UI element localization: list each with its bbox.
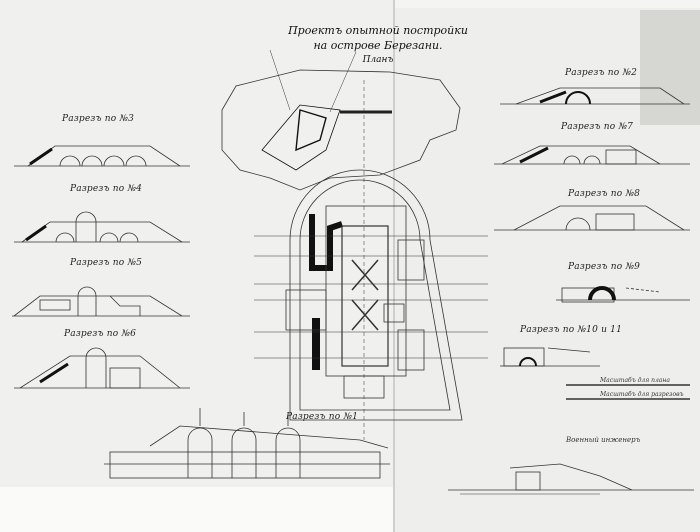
title-line-1: Проектъ опытной постройки: [288, 24, 468, 37]
section-2-drawing: [500, 87, 690, 105]
section-3-label: Разрезъ по №3: [62, 114, 135, 124]
scale-label-sections: Масштабъ для разрезовъ: [600, 391, 684, 398]
signature: Военный инженеръ: [566, 436, 641, 444]
section-9-label: Разрезъ по №9: [568, 262, 641, 272]
fort-plan-drawing: [221, 49, 488, 440]
section-6-drawing: [14, 347, 190, 389]
scale-bars: [566, 384, 690, 400]
section-1-drawing: [104, 408, 390, 479]
section-6-label: Разрезъ по №6: [64, 329, 137, 339]
section-8-label: Разрезъ по №8: [568, 189, 641, 199]
paper-panel-bottom: [0, 487, 395, 532]
paper-panel-torn-corner: [640, 10, 700, 125]
section-10-11-label: Разрезъ по №10 и 11: [520, 325, 623, 335]
section-4-drawing: [14, 211, 190, 243]
section-7-drawing: [494, 145, 690, 165]
section-5-label: Разрезъ по №5: [70, 258, 143, 268]
section-1-label: Разрезъ по №1: [286, 412, 359, 422]
section-9-drawing: [556, 286, 690, 303]
section-7-label: Разрезъ по №7: [561, 122, 634, 132]
section-4-label: Разрезъ по №4: [70, 184, 143, 194]
section-3-drawing: [14, 145, 190, 167]
title-line-3: Планъ: [362, 55, 394, 65]
section-10-11-drawing: [500, 347, 600, 367]
section-2-label: Разрезъ по №2: [565, 68, 638, 78]
drawing-title: Проектъ опытной постройки на острове Бер…: [283, 23, 473, 68]
title-line-2: на острове Березани.: [313, 39, 443, 52]
section-8-drawing: [494, 205, 690, 231]
section-5-drawing: [12, 286, 190, 317]
paper-seam: [393, 0, 395, 532]
scale-label-plan: Масштабъ для плана: [600, 377, 670, 384]
bottom-right-profile: [448, 463, 694, 495]
